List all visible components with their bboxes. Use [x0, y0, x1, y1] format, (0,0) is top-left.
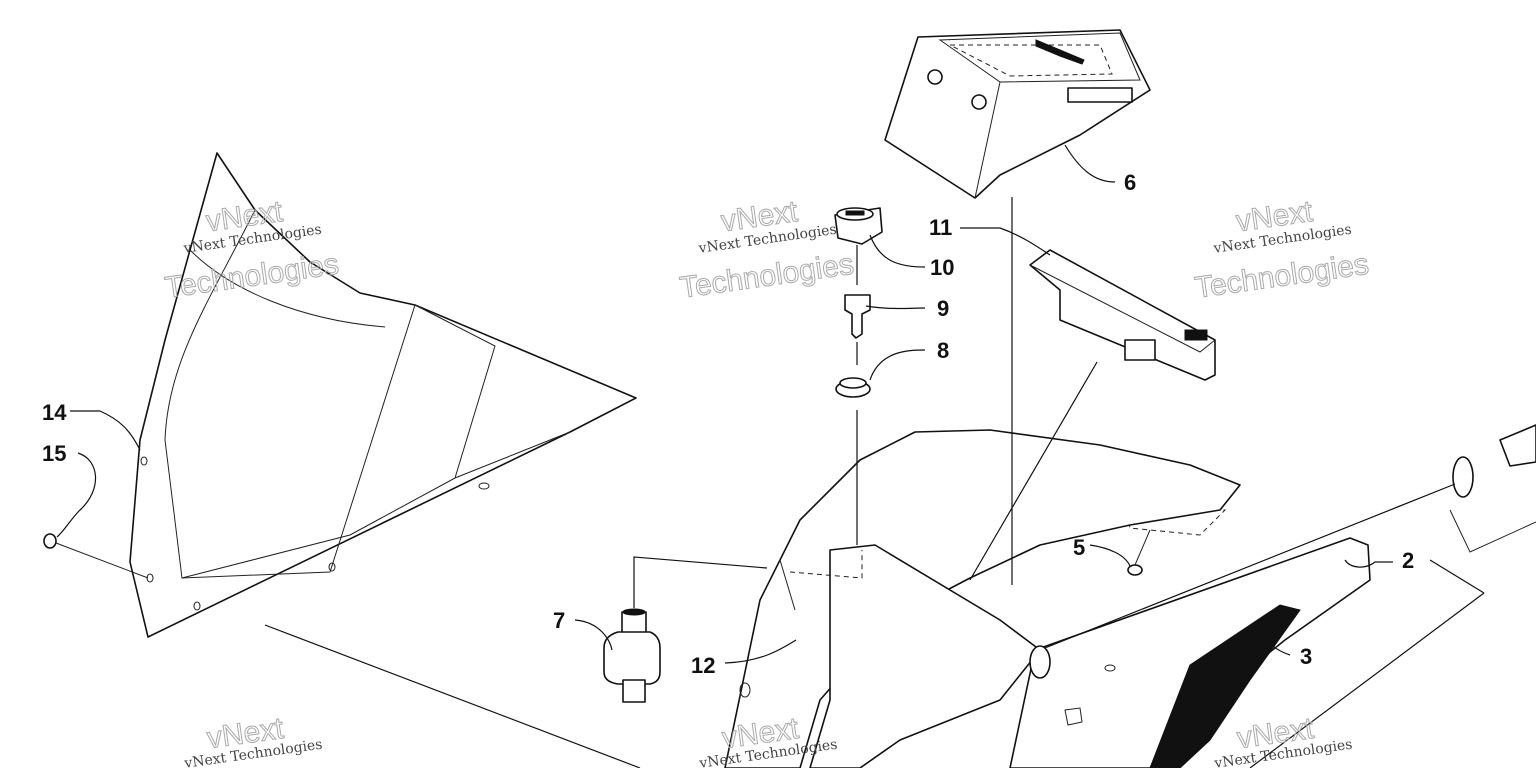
callout-8: 8: [937, 338, 949, 363]
callout-12: 12: [691, 653, 715, 678]
watermark-big-bottom: Technologies: [1193, 248, 1371, 305]
ignition-cap: [834, 207, 883, 245]
gauge-cluster: [1029, 249, 1216, 381]
callouts: 2 3 5 6 7 8 9 10 11 12 14 15: [42, 170, 1414, 678]
console-cover: [884, 29, 1151, 199]
hood: [724, 429, 1371, 768]
callout-14: 14: [42, 400, 67, 425]
windshield: [129, 152, 637, 638]
ignition-switch: [603, 608, 661, 703]
callout-2: 2: [1402, 548, 1414, 573]
callout-9: 9: [937, 296, 949, 321]
grommet: [835, 377, 871, 398]
leader-lines: [56, 144, 1485, 768]
callout-7: 7: [553, 608, 565, 633]
callout-5: 5: [1073, 535, 1085, 560]
callout-6: 6: [1124, 170, 1136, 195]
callout-15: 15: [42, 441, 66, 466]
ignition-key: [844, 294, 871, 339]
callout-11: 11: [929, 215, 952, 240]
watermark-big-bottom: Technologies: [678, 248, 856, 305]
headlight-parts: [1449, 424, 1536, 553]
callout-10: 10: [930, 255, 954, 280]
windshield-screw: [43, 533, 149, 579]
callout-3: 3: [1300, 644, 1312, 669]
